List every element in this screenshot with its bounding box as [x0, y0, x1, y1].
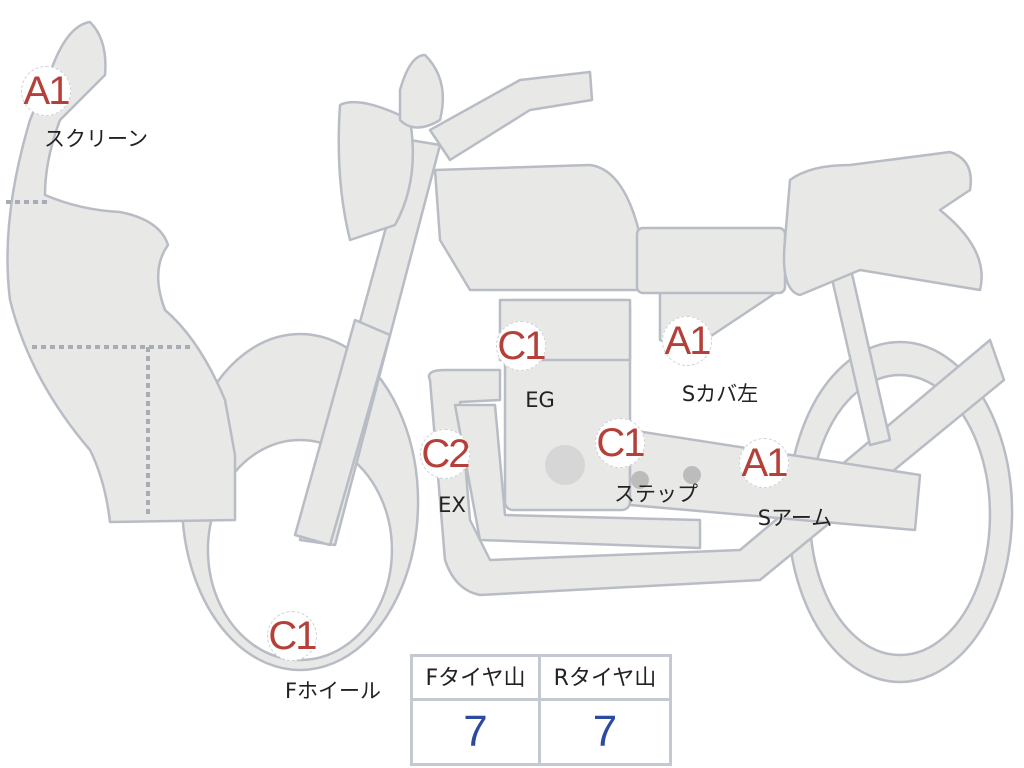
exhaust-inner — [453, 403, 702, 550]
grade-badge-exhaust: C2 — [420, 429, 471, 479]
frame-cover — [635, 226, 787, 295]
part-label-front-wheel: Fホイール — [284, 679, 382, 703]
rear-tire-value: 7 — [592, 707, 618, 756]
headlight — [337, 100, 415, 242]
tire-tread-table: Fタイヤ山 Rタイヤ山 7 7 — [410, 654, 672, 766]
front-tire-header: Fタイヤ山 — [413, 657, 541, 701]
part-label-engine: EG — [525, 388, 555, 412]
grade-badge-swing-arm: A1 — [739, 438, 789, 488]
part-label-step: ステップ — [614, 482, 698, 506]
exhaust-pipe — [427, 338, 1006, 597]
grade-badge-front-wheel: C1 — [267, 611, 318, 661]
rear-wheel — [786, 340, 1014, 684]
fork-leg — [293, 318, 392, 547]
rear-tire-header: Rタイヤ山 — [541, 657, 669, 701]
step-peg — [683, 466, 701, 484]
grade-badge-engine: C1 — [496, 321, 547, 371]
fuel-tank — [433, 163, 647, 292]
part-label-screen: スクリーン — [44, 127, 148, 151]
grade-badge-side-cover: A1 — [662, 316, 712, 366]
front-tire-value: 7 — [413, 701, 541, 763]
grade-badge-screen: A1 — [21, 66, 71, 116]
part-label-exhaust: EX — [438, 493, 466, 517]
grade-badge-step: C1 — [595, 418, 646, 468]
part-label-side-cover: Sカバ左 — [681, 382, 759, 406]
part-label-swing-arm: Sアーム — [757, 506, 833, 530]
seat — [782, 150, 983, 297]
engine-cover — [545, 445, 585, 485]
step-peg — [631, 471, 649, 489]
mirror — [398, 53, 445, 129]
fairing-seam-lines — [6, 200, 190, 515]
handlebar — [428, 70, 594, 162]
